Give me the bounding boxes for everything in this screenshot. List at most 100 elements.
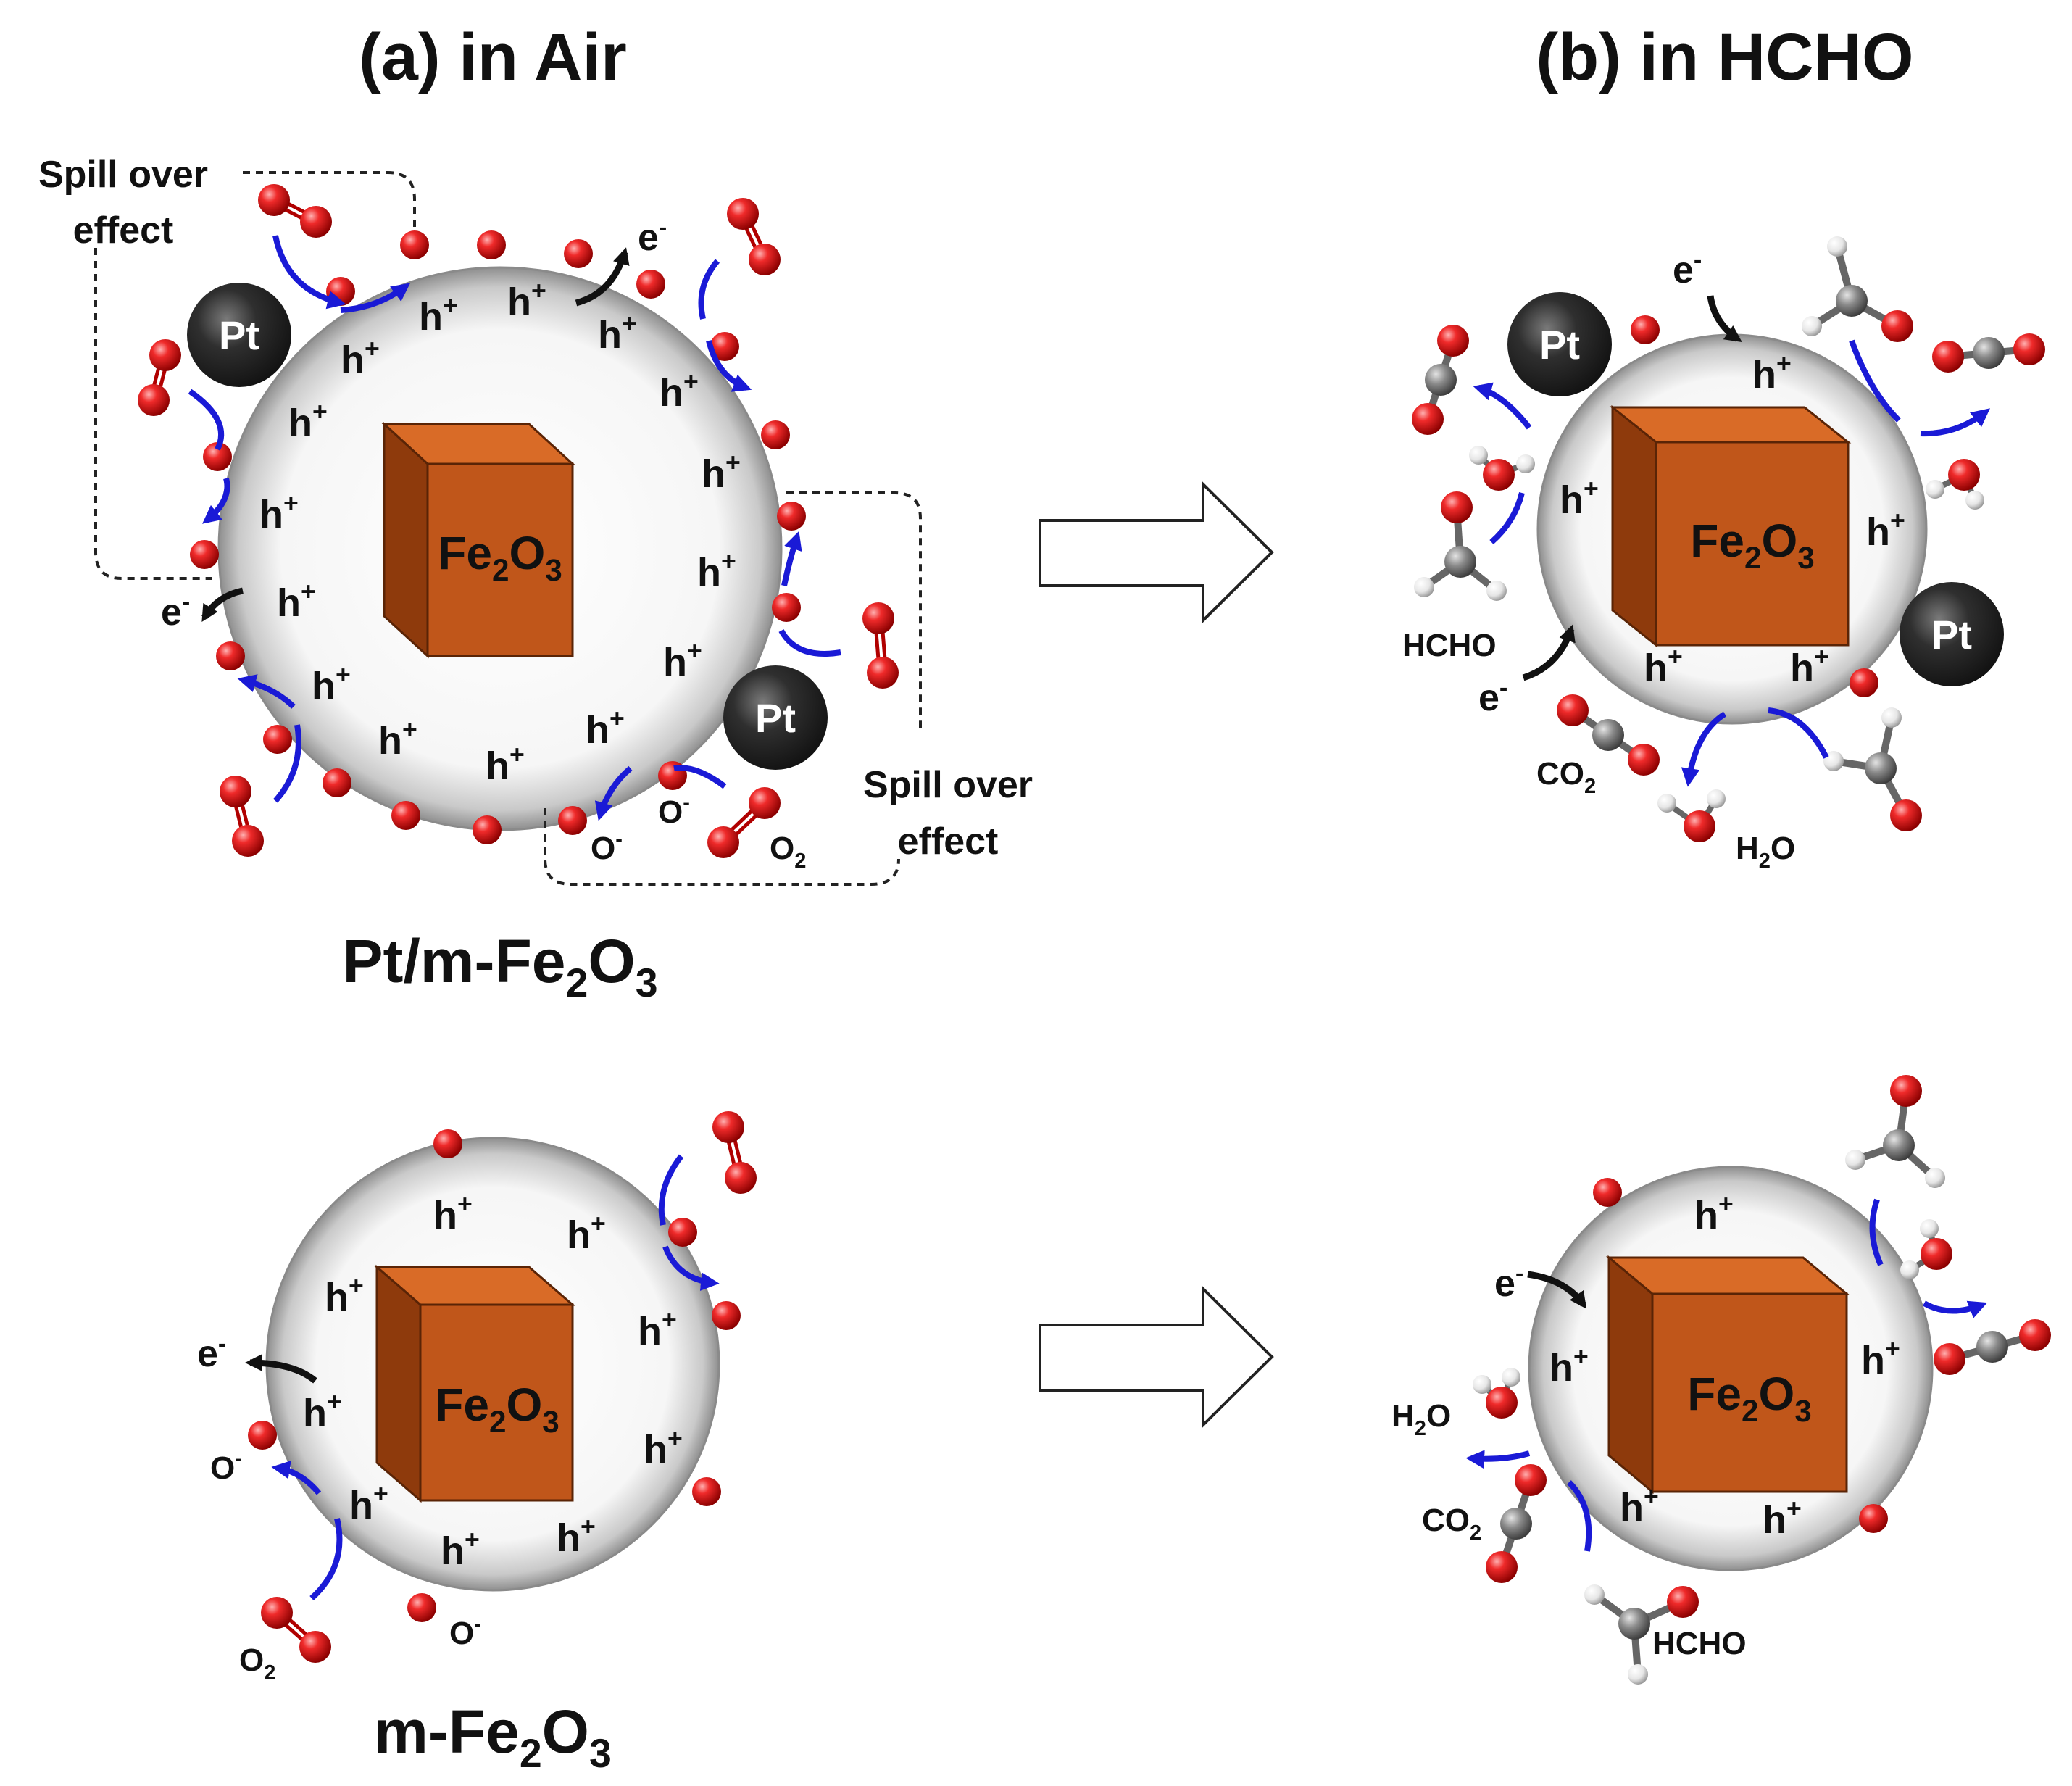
particle-a-bottom: Fe2O3 h+ h+ h+ h+ h+ h+ h+ h+ h+ [197,1111,757,1685]
particle-b-bottom: Fe2O3 h+ h+ h+ h+ h+ [1391,1075,2051,1685]
co2-label: CO2 [1536,756,1596,798]
oxygen-ion-label: O- [591,828,623,866]
co2-molecule [1932,333,2045,373]
core-label-b-top: Fe2O3 [1690,515,1814,575]
holes-b-top: h+ h+ h+ h+ h+ [1560,349,1905,690]
h2o-label: H2O [1391,1398,1451,1440]
electron-arrows-a-bottom [244,1354,317,1384]
svg-text:Pt: Pt [1931,612,1972,657]
h2o-label: H2O [1736,831,1795,873]
hole-label: h+ [697,547,736,594]
spill-over-box-left: Spill over effect [38,154,416,580]
pt-particle: Pt [1507,292,1612,396]
svg-text:effect: effect [898,821,999,863]
blue-arrows-a-top [188,235,841,821]
hole-label: h+ [441,1525,480,1573]
hole-label: h+ [567,1209,606,1257]
hole-label: h+ [1790,642,1829,690]
oxygen-ion-label: O- [449,1613,481,1651]
panel-b-title: (b) in HCHO [1536,20,1913,94]
spill-over-box-right: Spill over effect [544,491,1033,886]
hole-label: h+ [1560,474,1599,522]
hole-label: h+ [1644,642,1683,690]
o2-molecule [712,1111,757,1194]
o2-label: O2 [239,1642,275,1685]
hole-label: h+ [349,1479,388,1527]
hole-label: h+ [433,1189,473,1237]
hole-label: h+ [325,1271,364,1319]
electron-label: e- [197,1330,226,1375]
hcho-molecule [1802,236,1913,342]
pt-particle: Pt [1900,582,2004,686]
blue-arrows-b-top [1473,339,1990,787]
hole-label: h+ [638,1305,677,1353]
electron-label: e- [1673,246,1702,291]
hole-label: h+ [288,397,328,445]
hole-label: h+ [419,291,458,338]
hole-label: h+ [1861,1334,1900,1382]
h2o-molecule [1469,446,1535,491]
holes-a-bottom: h+ h+ h+ h+ h+ h+ h+ h+ h+ [303,1189,683,1573]
h2o-molecule [1657,789,1726,842]
o2-molecule [261,1597,331,1663]
hcho-molecule [1584,1584,1699,1685]
fe2o3-cube-a-top [381,421,575,659]
hole-label: h+ [1549,1342,1589,1390]
pt-particle: Pt [187,283,291,387]
hole-label: h+ [557,1512,596,1560]
svg-text:Pt: Pt [755,695,796,741]
hole-label: h+ [1694,1189,1734,1237]
o2-molecule [727,198,781,275]
hole-label: h+ [1866,506,1905,554]
o2-molecule [862,602,899,689]
pt-particle: Pt [723,665,828,770]
hole-label: h+ [341,334,380,382]
adsorbed-oxygen-atoms [1593,1178,1888,1533]
co2-molecule [1934,1319,2051,1375]
caption-pt-m-fe2o3: Pt/m-Fe2O3 [342,927,657,1005]
adsorbed-oxygen-atoms [1631,315,1878,697]
caption-m-fe2o3: m-Fe2O3 [374,1698,612,1776]
hole-label: h+ [1752,349,1792,396]
co2-molecule [1557,694,1660,776]
svg-text:Spill over: Spill over [863,764,1033,806]
hole-label: h+ [259,489,299,536]
process-arrow-top [1039,481,1274,624]
hole-label: h+ [378,715,417,763]
hcho-label: HCHO [1652,1626,1747,1661]
hole-label: h+ [663,636,702,684]
blue-arrows-a-bottom [271,1154,720,1600]
hole-label: h+ [1763,1494,1802,1542]
hcho-molecule [1414,491,1507,601]
oxygen-ion-label: O- [658,792,690,830]
hole-label: h+ [303,1387,342,1435]
hole-label: h+ [586,704,625,752]
adsorbed-oxygen-atoms [190,230,806,844]
adsorbed-oxygen-atoms [248,1129,741,1622]
hcho-label: HCHO [1402,628,1497,663]
core-label-a-bottom: Fe2O3 [435,1379,559,1439]
electron-arrows-b-bottom [1527,1271,1587,1309]
hole-label: h+ [702,448,741,496]
fe2o3-cube-a-bottom [373,1264,576,1503]
core-label-b-bottom: Fe2O3 [1687,1368,1811,1428]
electron-label: e- [161,589,190,634]
h2o-molecule [1926,459,1984,510]
svg-text:Pt: Pt [219,312,259,358]
blue-arrows-b-bottom [1465,1198,1988,1552]
hole-label: h+ [644,1424,683,1471]
electron-arrows-a-top [201,247,630,623]
o2-label: O2 [770,831,806,873]
co2-label: CO2 [1422,1503,1481,1545]
co2-molecule [1486,1464,1547,1583]
hcho-molecule [1823,707,1922,831]
o2-molecule [138,339,181,416]
hole-label: h+ [1620,1482,1659,1529]
fe2o3-cube-b-bottom [1605,1255,1850,1495]
electron-label: e- [1478,674,1507,719]
hcho-molecule [1845,1075,1945,1188]
hole-label: h+ [660,367,699,415]
h2o-molecule [1900,1219,1952,1279]
holes-a-top: h+ h+ h+ h+ h+ h+ h+ h+ h+ h+ h+ h+ h+ h… [259,276,741,788]
particle-a-top: Fe2O3 h+ h+ h+ h+ h+ h+ h+ h+ h+ h+ h+ h… [38,154,1033,886]
